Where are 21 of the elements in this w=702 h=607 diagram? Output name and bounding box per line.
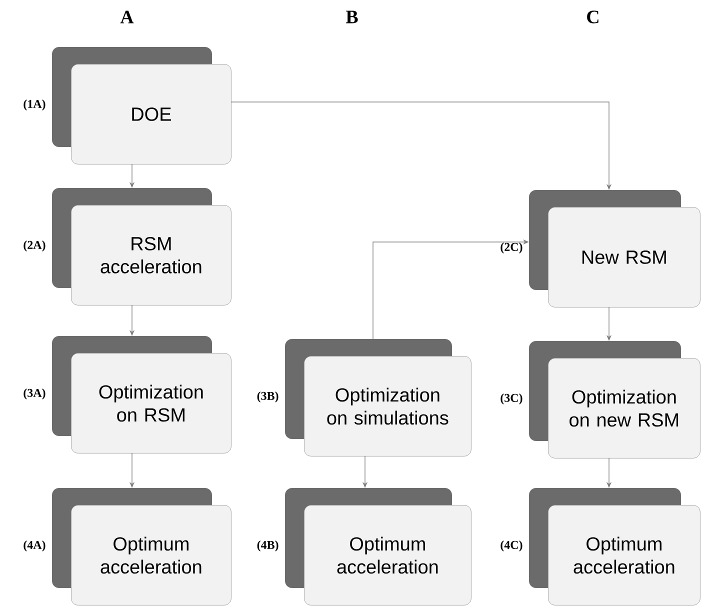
process-box: Optimization on new RSM [529, 341, 700, 458]
process-box: Optimum acceleration [52, 488, 232, 606]
step-label: (1A) [24, 100, 46, 110]
step-label: (4C) [500, 540, 522, 552]
column-heading: A [120, 10, 134, 24]
step-label: (2C) [500, 242, 522, 254]
process-box: RSM acceleration [52, 188, 232, 306]
step-label: (4A) [24, 540, 46, 552]
process-box: Optimization on RSM [52, 336, 232, 454]
column-heading: B [346, 10, 358, 24]
process-box: New RSM [529, 190, 700, 308]
process-box: Optimum acceleration [285, 488, 472, 606]
process-box: DOE [52, 47, 232, 164]
step-label: (4B) [257, 540, 278, 552]
column-heading: C [587, 10, 598, 24]
step-label: (3C) [500, 394, 522, 404]
step-label: (2A) [24, 240, 46, 252]
step-label: (3B) [257, 392, 278, 402]
step-label: (3A) [24, 388, 46, 400]
process-box: Optimum acceleration [529, 488, 700, 606]
process-box: Optimization on simulations [285, 339, 472, 456]
